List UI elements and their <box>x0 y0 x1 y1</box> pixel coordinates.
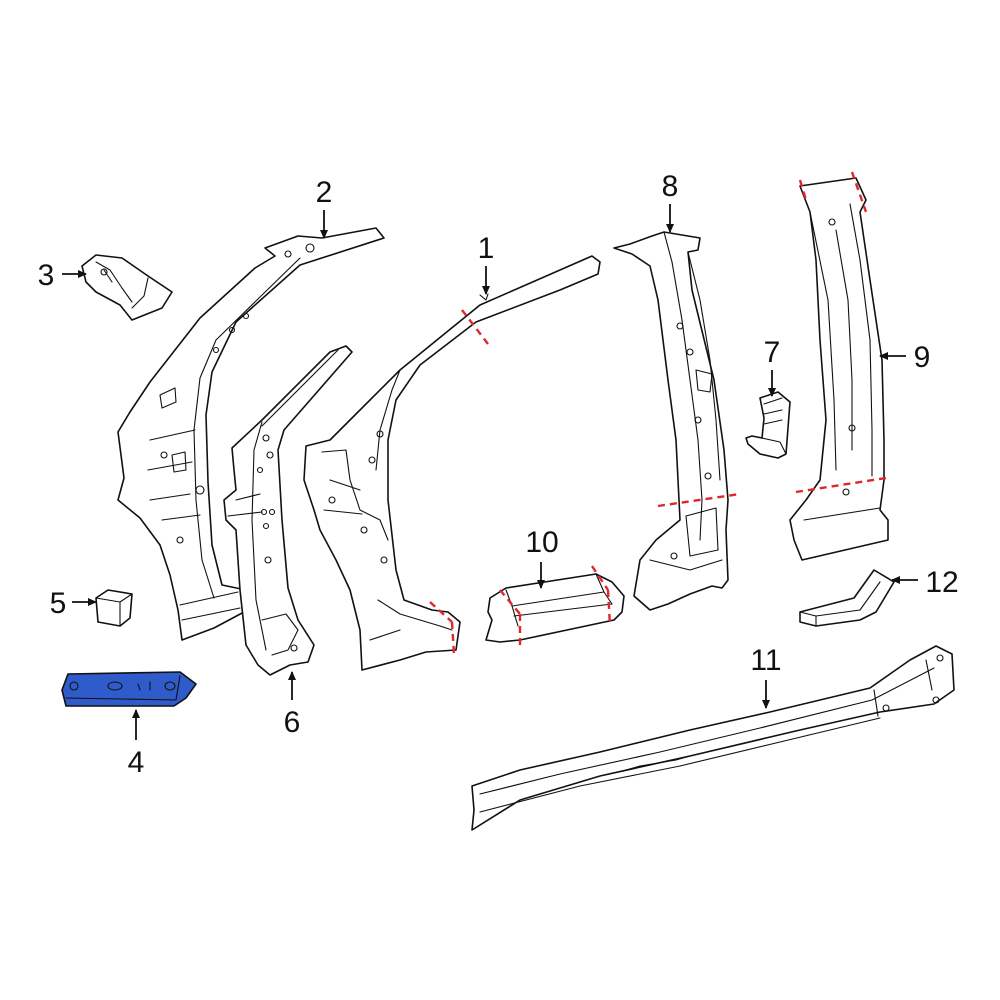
part-9-pillar-reinforcement[interactable] <box>789 177 889 561</box>
cut-lines <box>429 171 887 655</box>
part-3-bracket[interactable] <box>81 254 173 321</box>
callout-labels: 1 2 3 4 5 6 7 8 9 10 11 12 <box>38 170 959 779</box>
leader-arrows <box>62 204 918 740</box>
part-12-floor-bracket[interactable] <box>799 569 895 627</box>
callout-5: 5 <box>50 587 67 620</box>
part-2-front-pillar[interactable] <box>117 227 385 641</box>
callout-11: 11 <box>750 644 781 677</box>
part-11-rocker-panel[interactable] <box>471 645 955 831</box>
cut-line <box>591 565 609 591</box>
part-6-inner-pillar[interactable] <box>223 345 353 676</box>
part-5-block[interactable] <box>95 589 133 627</box>
callout-1: 1 <box>478 232 495 265</box>
cut-line <box>606 589 612 627</box>
part-10-rocker-section[interactable] <box>485 573 625 643</box>
callout-3: 3 <box>38 259 55 292</box>
callout-12: 12 <box>925 566 958 599</box>
cut-line <box>499 589 521 615</box>
cut-line <box>429 601 453 623</box>
part-7-bracket[interactable] <box>745 391 791 459</box>
cut-line <box>795 476 887 494</box>
cut-line <box>657 492 741 508</box>
callout-9: 9 <box>914 341 931 374</box>
callout-7: 7 <box>764 336 781 369</box>
callout-2: 2 <box>316 176 333 209</box>
part-8-center-pillar[interactable] <box>613 231 729 611</box>
part-4-lower-plate-highlighted[interactable] <box>61 671 197 707</box>
cut-line <box>450 621 456 655</box>
cut-line <box>798 179 808 201</box>
part-1-body-pillar[interactable] <box>303 255 601 671</box>
callout-8: 8 <box>662 170 679 203</box>
callout-6: 6 <box>284 706 301 739</box>
callout-10: 10 <box>525 526 558 559</box>
callout-4: 4 <box>128 746 145 779</box>
